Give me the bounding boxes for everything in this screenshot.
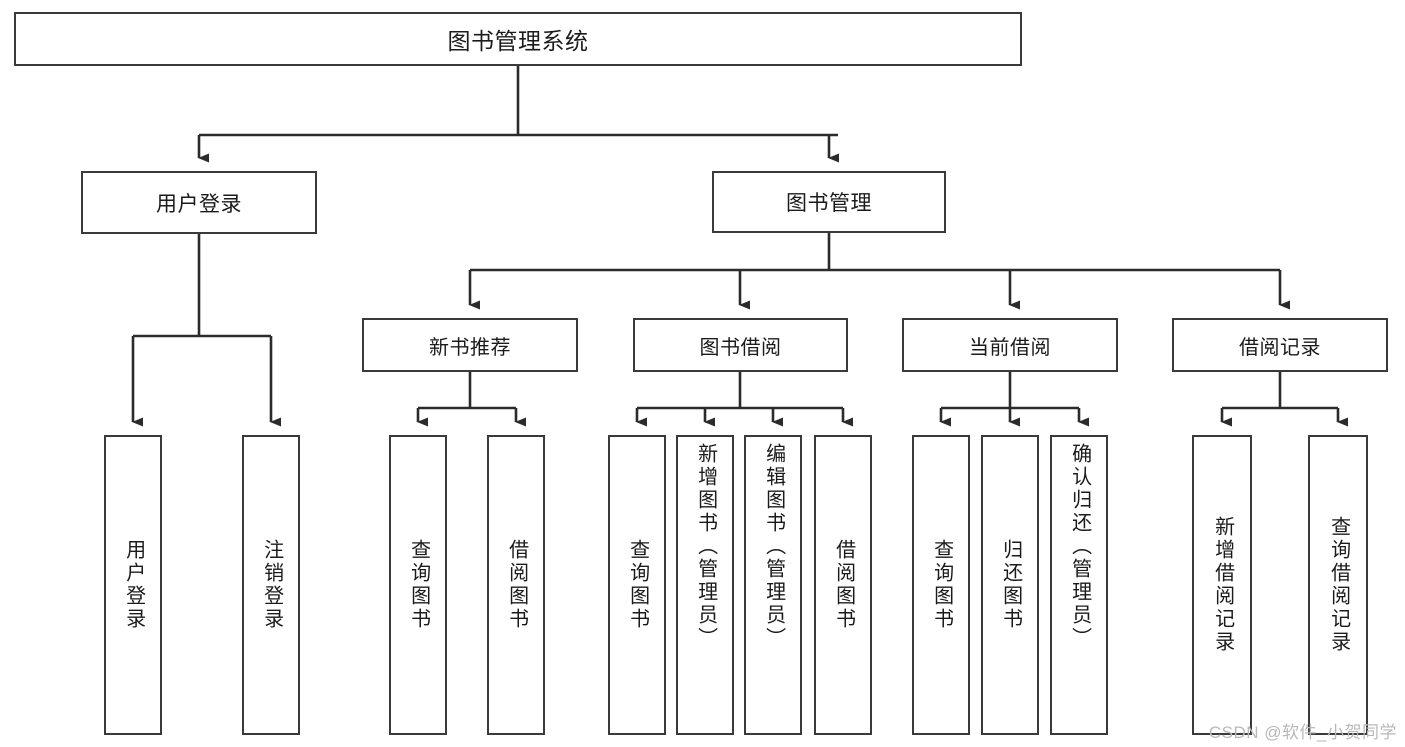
leaf-current-query-book[interactable]: 查询图书 <box>912 435 970 735</box>
leaf-borrow-edit-book-admin[interactable]: 编辑图书（管理员） <box>744 435 802 735</box>
node-root-library-system[interactable]: 图书管理系统 <box>14 12 1022 66</box>
node-root-label: 图书管理系统 <box>447 28 589 54</box>
leaf-new-book-query[interactable]: 查询图书 <box>389 435 447 735</box>
leaf-user-login-logout[interactable]: 注销登录 <box>242 435 300 735</box>
leaf-borrow-add-book-admin[interactable]: 新增图书（管理员） <box>676 435 734 735</box>
node-book-management[interactable]: 图书管理 <box>712 171 946 233</box>
node-book-management-label: 图书管理 <box>786 192 872 215</box>
leaf-borrow-query-book[interactable]: 查询图书 <box>608 435 666 735</box>
leaf-current-return-book-label: 归还图书 <box>999 539 1022 631</box>
leaf-current-return-book[interactable]: 归还图书 <box>981 435 1039 735</box>
leaf-new-book-borrow[interactable]: 借阅图书 <box>487 435 545 735</box>
node-borrow-record[interactable]: 借阅记录 <box>1172 318 1388 372</box>
leaf-record-add-record-label: 新增借阅记录 <box>1211 516 1234 654</box>
leaf-record-query-record[interactable]: 查询借阅记录 <box>1308 435 1368 735</box>
leaf-user-login-login[interactable]: 用户登录 <box>104 435 162 735</box>
leaf-borrow-borrow-book[interactable]: 借阅图书 <box>814 435 872 735</box>
csdn-watermark: CSDN @软件_小贺同学 <box>1208 723 1397 742</box>
leaf-current-confirm-return-admin[interactable]: 确认归还（管理员） <box>1050 435 1108 735</box>
node-book-borrow[interactable]: 图书借阅 <box>633 318 848 372</box>
leaf-record-add-record[interactable]: 新增借阅记录 <box>1192 435 1252 735</box>
node-new-book-recommend[interactable]: 新书推荐 <box>362 318 578 372</box>
leaf-user-login-login-label: 用户登录 <box>122 539 145 631</box>
node-book-borrow-label: 图书借阅 <box>699 336 782 359</box>
leaf-borrow-edit-book-admin-label: 编辑图书（管理员） <box>762 443 785 650</box>
leaf-new-book-borrow-label: 借阅图书 <box>505 539 528 631</box>
leaf-current-query-book-label: 查询图书 <box>930 539 953 631</box>
leaf-new-book-query-label: 查询图书 <box>407 539 430 631</box>
leaf-current-confirm-return-admin-label: 确认归还（管理员） <box>1068 443 1091 650</box>
node-current-borrow-label: 当前借阅 <box>969 336 1051 359</box>
leaf-user-login-logout-label: 注销登录 <box>260 539 283 631</box>
leaf-borrow-query-book-label: 查询图书 <box>626 539 649 631</box>
node-user-login-label: 用户登录 <box>156 192 242 216</box>
node-user-login[interactable]: 用户登录 <box>81 171 317 234</box>
node-new-book-recommend-label: 新书推荐 <box>429 336 511 359</box>
node-current-borrow[interactable]: 当前借阅 <box>902 318 1118 372</box>
leaf-borrow-borrow-book-label: 借阅图书 <box>832 539 855 631</box>
node-borrow-record-label: 借阅记录 <box>1239 336 1321 359</box>
leaf-borrow-add-book-admin-label: 新增图书（管理员） <box>694 443 717 650</box>
leaf-record-query-record-label: 查询借阅记录 <box>1327 516 1350 654</box>
